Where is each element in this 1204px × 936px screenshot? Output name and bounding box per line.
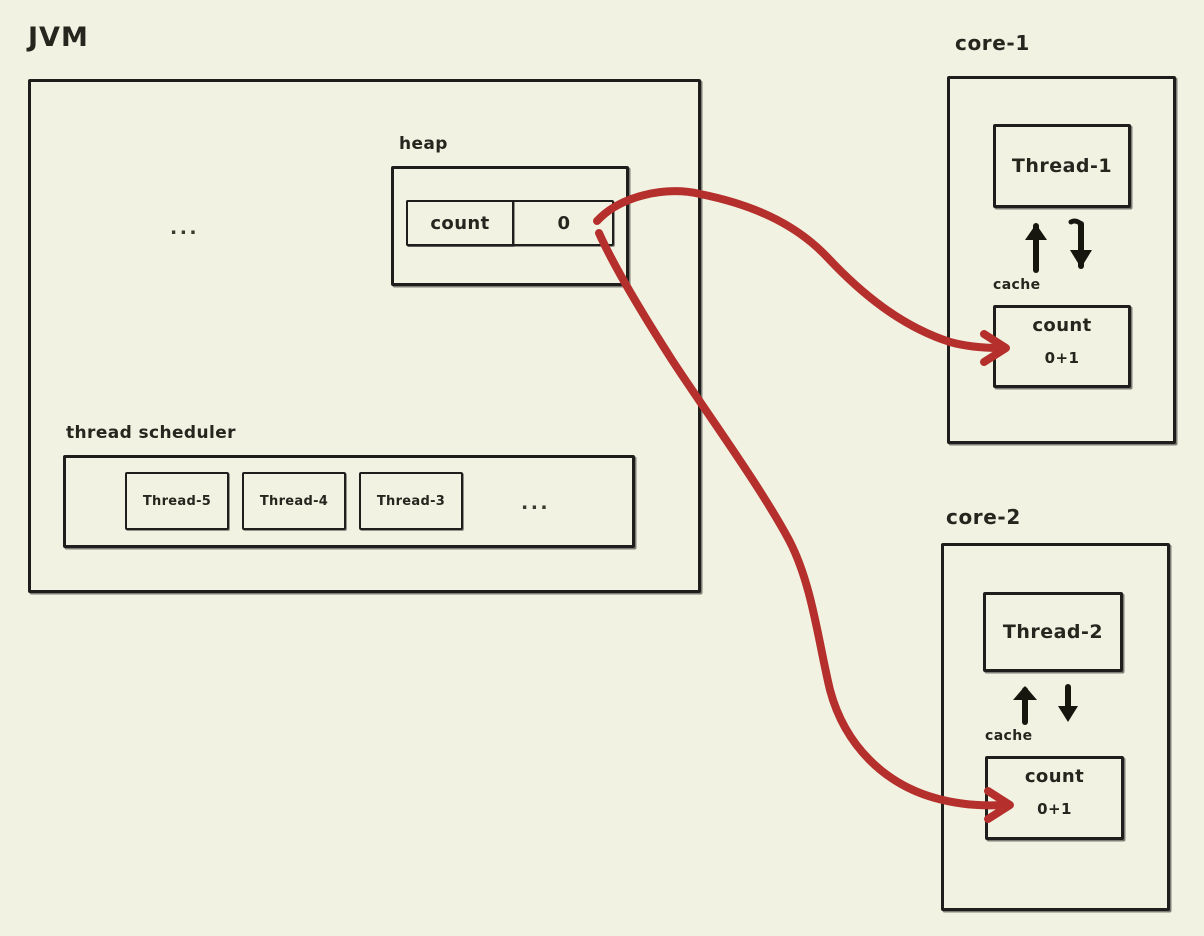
core-2-cache-label: cache	[985, 728, 1033, 744]
jvm-ellipsis: ...	[170, 217, 200, 239]
scheduler-thread-box-1[interactable]	[242, 472, 346, 530]
scheduler-ellipsis: ...	[521, 492, 551, 514]
core-2-thread-box[interactable]	[983, 592, 1123, 672]
core-2-label: core-2	[946, 505, 1021, 529]
jvm-title: JVM	[28, 22, 89, 53]
core-1-label: core-1	[955, 31, 1030, 55]
core-1-cache-label: cache	[993, 277, 1041, 293]
core-1-cache-box[interactable]	[993, 305, 1131, 388]
heap-label: heap	[399, 134, 448, 154]
thread-scheduler-label: thread scheduler	[66, 423, 236, 443]
core-1-thread-box[interactable]	[993, 124, 1131, 208]
scheduler-thread-box-2[interactable]	[359, 472, 463, 530]
core-2-cache-box[interactable]	[985, 756, 1124, 840]
scheduler-thread-box-0[interactable]	[125, 472, 229, 530]
heap-count-name-cell	[406, 200, 514, 246]
